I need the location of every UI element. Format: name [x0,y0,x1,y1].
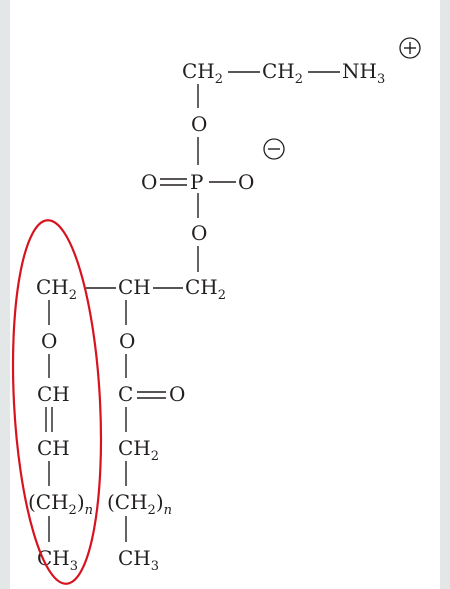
label-carbonyl-o: O [169,382,185,406]
diagram-canvas: CH2 CH2 NH3 O O P O O CH2 CH CH2 O CH CH… [10,0,440,589]
label-right-ch2: CH2 [118,436,159,464]
label-right-ch2n: (CH2)n [107,490,172,518]
label-ch2-right: CH2 [185,275,226,303]
label-left-ch2n: (CH2)n [28,490,93,518]
plasmalogen-structure: CH2 CH2 NH3 O O P O O CH2 CH CH2 O CH CH… [11,37,421,585]
label-nh3: NH3 [342,59,385,87]
label-left-o: O [41,329,57,353]
label-right-ch3: CH3 [118,546,159,574]
label-o-top: O [191,112,207,136]
label-o-minus: O [238,170,254,194]
label-o-double: O [141,170,157,194]
label-o-bottom: O [191,221,207,245]
label-left-ch-2: CH [37,436,70,460]
label-right-c: C [118,382,133,406]
label-ch2-left: CH2 [36,275,77,303]
label-p: P [190,170,203,194]
label-ch2-head-1: CH2 [182,59,223,87]
label-ch-middle: CH [118,275,151,299]
label-right-o: O [119,329,135,353]
highlight-ellipse [11,219,103,585]
label-left-ch-1: CH [37,382,70,406]
label-ch2-head-2: CH2 [262,59,303,87]
